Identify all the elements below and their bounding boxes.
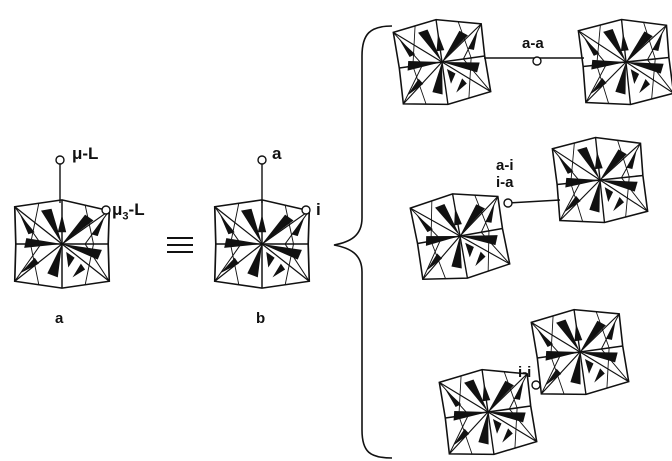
curly-brace bbox=[333, 25, 393, 459]
link-label-a-i: a-i bbox=[496, 157, 514, 174]
equivalence-bars bbox=[167, 237, 193, 253]
equivalence-symbol: ≡ bbox=[170, 232, 180, 249]
link-a-a bbox=[391, 12, 672, 112]
caption-b: b bbox=[256, 310, 266, 327]
mu-l-label: μ-L bbox=[72, 144, 99, 163]
mu3-l-label: μ3-L bbox=[112, 201, 145, 222]
cluster-a bbox=[13, 155, 111, 289]
apical-label-a: a bbox=[272, 144, 282, 163]
link-label-a-a: a-a bbox=[522, 35, 544, 52]
mu3-subscript: 3 bbox=[122, 210, 129, 223]
cluster-b bbox=[213, 155, 311, 289]
caption-a: a bbox=[55, 310, 64, 327]
inner-label-i: i bbox=[316, 200, 321, 219]
link-i-i bbox=[437, 302, 631, 461]
link-a-i bbox=[408, 132, 650, 287]
link-label-i-a: i-a bbox=[496, 174, 514, 191]
mu3-suffix: -L bbox=[128, 200, 145, 219]
mu3-prefix: μ bbox=[112, 200, 123, 219]
link-label-i-i: i-i bbox=[518, 364, 532, 381]
